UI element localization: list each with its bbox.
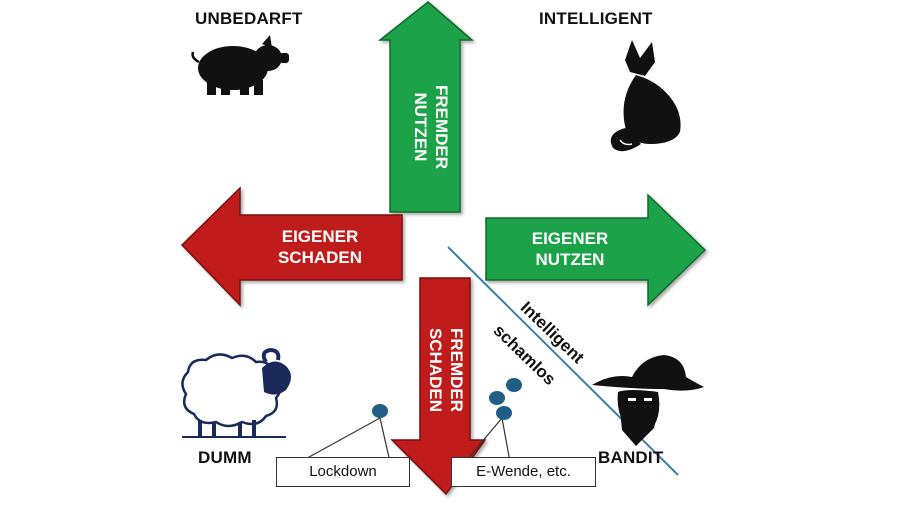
arrow-left-eigener-schaden <box>180 186 403 307</box>
label-unbedarft: UNBEDARFT <box>195 9 303 28</box>
arrow-up-text: FREMDER NUTZEN <box>408 72 452 182</box>
marker-dot <box>489 391 505 405</box>
arrow-up-fremder-nutzen <box>377 1 475 213</box>
callout-pointer-left <box>299 417 391 463</box>
fox-icon <box>610 40 681 152</box>
sheep-icon <box>181 347 291 438</box>
label-dumm: DUMM <box>198 448 252 467</box>
marker-dot <box>496 406 512 420</box>
marker-dot <box>372 404 388 418</box>
arrow-down-line2: SCHADEN <box>425 327 445 413</box>
arrow-right-text: EIGENER NUTZEN <box>495 228 645 271</box>
marker-dot <box>506 378 522 392</box>
arrow-up-line1: FREMDER <box>432 84 451 170</box>
pig-icon <box>191 35 289 95</box>
arrow-right-eigener-nutzen <box>485 193 707 307</box>
arrow-right-line1: EIGENER <box>531 229 609 248</box>
arrow-down-line1: FREMDER <box>447 327 466 413</box>
arrow-left-text: EIGENER SCHADEN <box>245 226 395 269</box>
label-intelligent: INTELLIGENT <box>539 9 653 28</box>
callout-e-wende: E-Wende, etc. <box>451 457 596 487</box>
arrow-down-text: FREMDER SCHADEN <box>423 310 467 430</box>
arrow-left-line2: SCHADEN <box>277 248 363 268</box>
arrow-left-line1: EIGENER <box>281 227 359 246</box>
label-bandit: BANDIT <box>598 448 664 467</box>
arrow-up-line2: NUTZEN <box>410 92 430 162</box>
callout-lockdown: Lockdown <box>276 457 410 487</box>
bandit-icon <box>592 355 704 446</box>
arrow-right-line2: NUTZEN <box>535 250 605 270</box>
